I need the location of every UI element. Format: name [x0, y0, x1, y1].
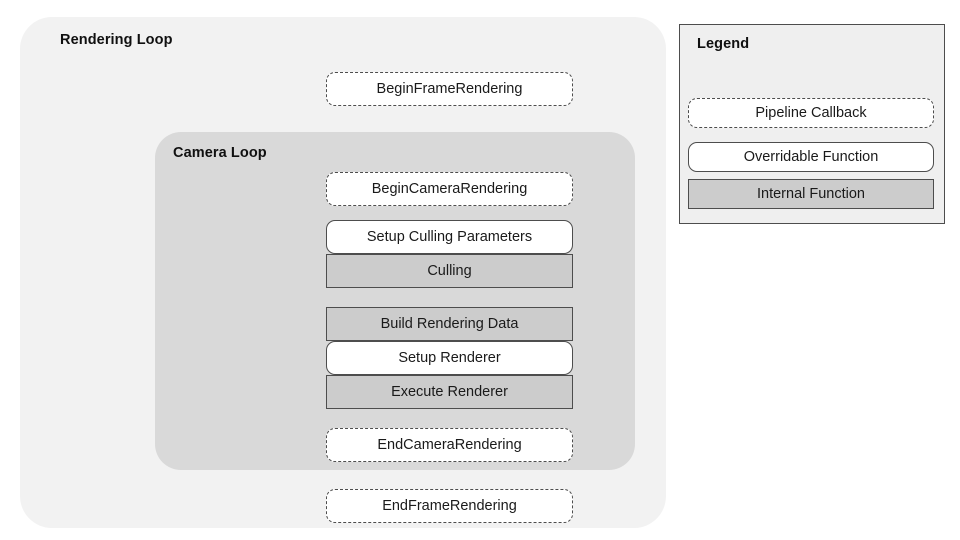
flow-node[interactable]: Execute Renderer — [326, 375, 573, 409]
flow-node[interactable]: EndCameraRendering — [326, 428, 573, 462]
legend-item: Overridable Function — [688, 142, 934, 172]
flow-node[interactable]: BeginCameraRendering — [326, 172, 573, 206]
legend-item: Pipeline Callback — [688, 98, 934, 128]
legend-item: Internal Function — [688, 179, 934, 209]
flow-node[interactable]: Setup Renderer — [326, 341, 573, 375]
flow-node[interactable]: Build Rendering Data — [326, 307, 573, 341]
flow-node[interactable]: Culling — [326, 254, 573, 288]
group-camera-loop-title: Camera Loop — [173, 145, 267, 161]
flow-node[interactable]: Setup Culling Parameters — [326, 220, 573, 254]
legend-title: Legend — [697, 36, 750, 52]
flow-node[interactable]: EndFrameRendering — [326, 489, 573, 523]
group-rendering-loop-title: Rendering Loop — [60, 32, 173, 48]
flow-node[interactable]: BeginFrameRendering — [326, 72, 573, 106]
